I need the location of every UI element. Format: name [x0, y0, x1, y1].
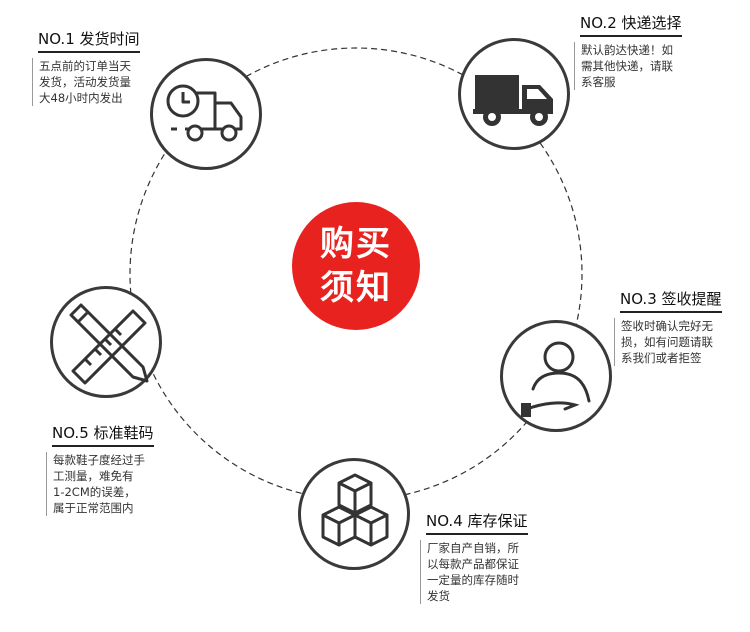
item5-description: 每款鞋子度经过手 工测量，难免有 1-2CM的误差， 属于正常范围内	[46, 452, 145, 516]
item1-icon-circle	[150, 58, 262, 170]
item3-desc-line: 签收时确认完好无	[621, 319, 713, 333]
item4-description: 厂家自产自销，所 以每款产品都保证 一定量的库存随时 发货	[420, 540, 519, 604]
item5-title: NO.5 标准鞋码	[52, 424, 154, 447]
item4-desc-line: 发货	[427, 589, 450, 603]
item2-description: 默认韵达快递！如 需其他快递，请联 系客服	[574, 42, 673, 90]
item4-desc-line: 厂家自产自销，所	[427, 541, 519, 555]
item1-desc-line: 大48小时内发出	[39, 91, 123, 105]
item2-desc-line: 默认韵达快递！如	[581, 43, 673, 57]
item3-desc-line: 系我们或者拒签	[621, 351, 702, 365]
item5-desc-line: 每款鞋子度经过手	[53, 453, 145, 467]
item1-description: 五点前的订单当天 发货，活动发货量 大48小时内发出	[32, 58, 131, 106]
center-badge: 购买 须知	[292, 202, 420, 330]
item1-title: NO.1 发货时间	[38, 30, 140, 53]
item5-icon-circle	[50, 286, 162, 398]
item1-desc-line: 五点前的订单当天	[39, 59, 131, 73]
item1-desc-line: 发货，活动发货量	[39, 75, 131, 89]
item2-desc-line: 需其他快递，请联	[581, 59, 673, 73]
item4-desc-line: 以每款产品都保证	[427, 557, 519, 571]
boxes-icon	[321, 473, 389, 547]
delivery-truck-clock-icon	[166, 84, 243, 142]
item4-title: NO.4 库存保证	[426, 512, 528, 535]
person-hand-icon	[521, 341, 591, 417]
item4-icon-circle	[298, 458, 410, 570]
center-title-line1: 购买	[320, 224, 392, 264]
pencil-ruler-icon	[69, 303, 149, 385]
center-title-line2: 须知	[320, 268, 392, 308]
item3-desc-line: 损，如有问题请联	[621, 335, 713, 349]
item5-desc-line: 属于正常范围内	[53, 501, 134, 515]
item2-title: NO.2 快递选择	[580, 14, 682, 37]
item2-desc-line: 系客服	[581, 75, 616, 89]
item5-desc-line: 1-2CM的误差，	[53, 485, 136, 499]
truck-icon	[473, 75, 553, 126]
item4-desc-line: 一定量的库存随时	[427, 573, 519, 587]
item3-description: 签收时确认完好无 损，如有问题请联 系我们或者拒签	[614, 318, 713, 366]
item3-icon-circle	[500, 320, 612, 432]
item5-desc-line: 工测量，难免有	[53, 469, 134, 483]
item2-icon-circle	[458, 38, 570, 150]
item3-title: NO.3 签收提醒	[620, 290, 722, 313]
